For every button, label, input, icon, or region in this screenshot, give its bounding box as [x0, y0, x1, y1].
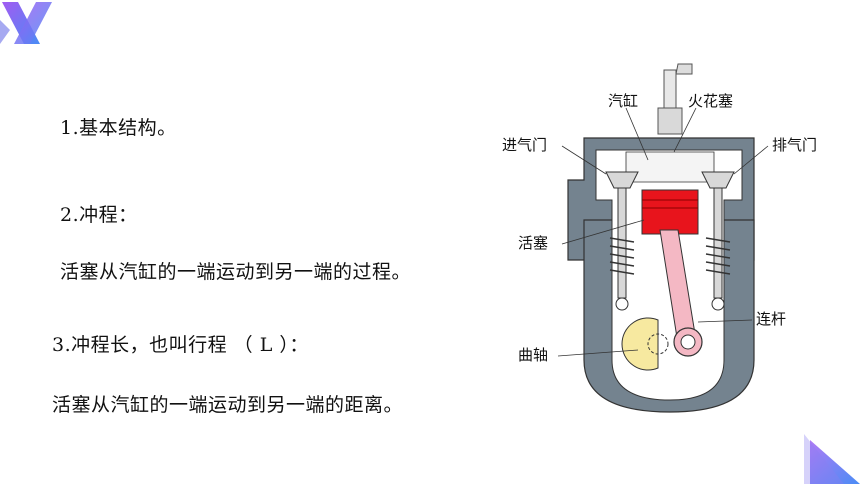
piston-icon: [641, 189, 699, 235]
exhaust-valve-icon: [701, 171, 735, 311]
item-1-basic-structure: 1.基本结构。: [60, 117, 177, 139]
label-crankshaft: 曲轴: [518, 346, 548, 364]
item-3-stroke-length-title: 3.冲程长，也叫行程 （ L ）：: [52, 334, 309, 356]
crankshaft-icon: [621, 317, 669, 371]
spark-plug-icon: [663, 69, 677, 109]
engine-diagram: 汽缸 火花塞 进气门 排气门 活塞 连杆 曲轴: [498, 60, 842, 424]
label-exhaust-valve: 排气门: [772, 136, 817, 154]
brand-logo-icon: [0, 0, 56, 52]
item-2-stroke-description: 活塞从汽缸的一端运动到另一端的过程。: [60, 261, 412, 283]
intake-valve-icon: [605, 171, 639, 311]
label-piston: 活塞: [518, 234, 548, 252]
label-spark-plug: 火花塞: [688, 92, 733, 110]
item-2-stroke-title: 2.冲程：: [60, 204, 138, 226]
connecting-rod-icon: [659, 229, 703, 357]
label-cylinder: 汽缸: [608, 92, 638, 110]
label-connecting-rod: 连杆: [756, 310, 786, 328]
corner-decoration-icon: [804, 434, 860, 484]
item-3-stroke-length-description: 活塞从汽缸的一端运动到另一端的距离。: [52, 394, 404, 416]
label-intake-valve: 进气门: [502, 136, 547, 154]
